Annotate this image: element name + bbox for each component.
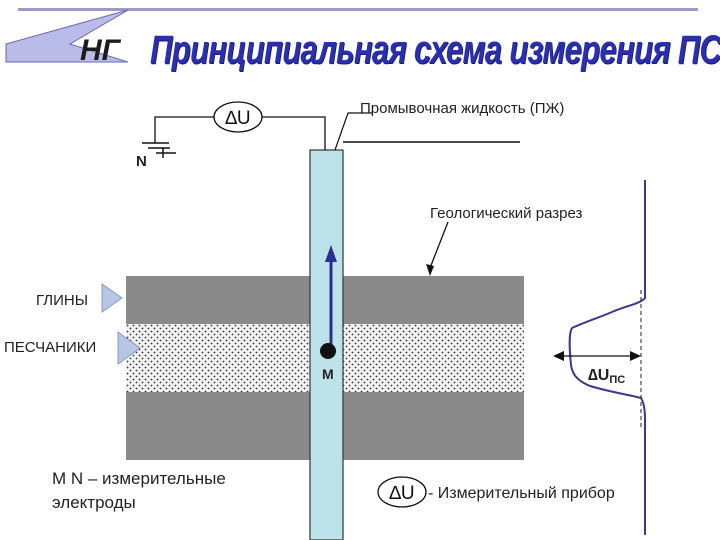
flushing-fluid-label: Промывочная жидкость (ПЖ)	[360, 100, 564, 117]
electrode-n-label: N	[136, 153, 147, 170]
electrode-m-icon	[320, 343, 336, 359]
delta-u-ps-subscript: ПС	[609, 374, 625, 386]
sandstone-marker-icon	[117, 331, 141, 365]
dimension-arrow-right-icon	[630, 351, 641, 361]
ground-electrode-n-icon	[142, 142, 176, 158]
sandstones-label: ПЕСЧАНИКИ	[4, 339, 96, 356]
legend-device-text: - Измерительный прибор	[428, 485, 615, 502]
clay-marker-icon	[101, 283, 123, 313]
geological-section-label: Геологический разрез	[430, 205, 582, 222]
delta-u-ps-main: ∆U	[588, 367, 609, 384]
electrodes-legend-line2: электроды	[52, 493, 136, 512]
dimension-arrow-left-icon	[553, 351, 564, 361]
electrode-m-label: M	[322, 366, 334, 382]
electrodes-legend-line1: M N – измерительные	[52, 469, 226, 488]
delta-u-top-label: ∆U	[225, 108, 250, 129]
wire-to-n	[154, 116, 215, 143]
delta-u-ps-label: ∆UПС	[588, 367, 625, 386]
legend-device-symbol: ∆U	[389, 483, 414, 504]
measuring-device-icon	[213, 101, 263, 133]
geological-section-leader	[429, 221, 449, 269]
wire-to-m	[262, 116, 326, 150]
geological-section-arrowhead-icon	[426, 264, 434, 276]
page-title: Принципиальная схема измерения ПС	[150, 28, 720, 72]
flushing-fluid-leader	[334, 112, 372, 151]
clays-label: ГЛИНЫ	[36, 292, 88, 309]
legend-device-icon	[377, 476, 427, 508]
top-rule	[18, 8, 698, 11]
logo-wing-shape	[5, 9, 129, 63]
up-arrow-icon	[325, 245, 337, 262]
logo: НГ	[5, 8, 698, 67]
logo-text: НГ	[80, 34, 122, 67]
